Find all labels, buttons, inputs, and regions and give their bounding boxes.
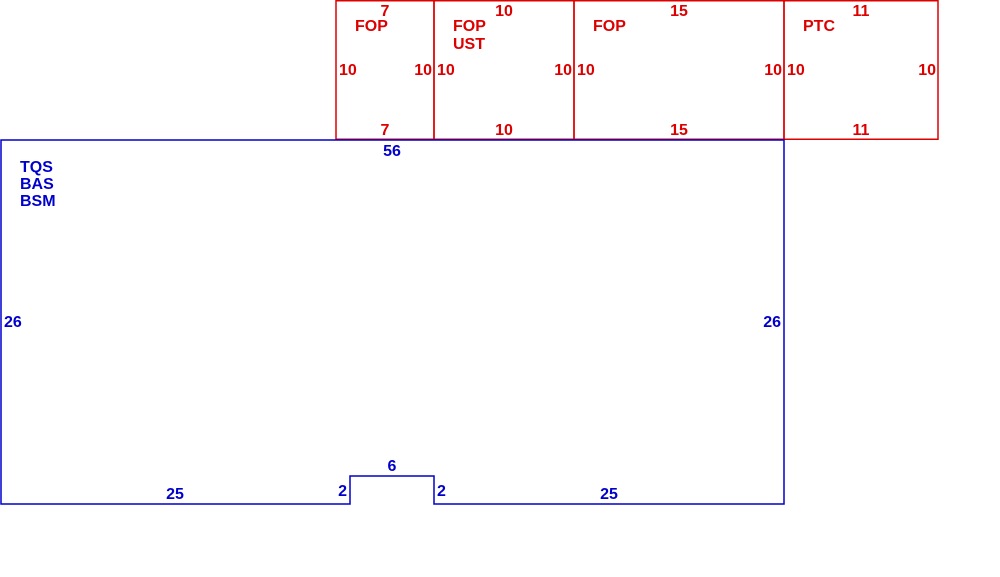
main-area-dim-top: 56 (383, 143, 401, 160)
main-area-dim-notch-right: 2 (437, 483, 446, 500)
section-1-code-1: FOP (355, 18, 388, 35)
section-1-dim-bottom: 7 (381, 122, 390, 139)
section-4-code-1: PTC (803, 18, 835, 35)
main-area-dim-right: 26 (763, 314, 781, 331)
section-3-dim-top: 15 (670, 3, 688, 20)
main-area: TQS BAS BSM 56 26 26 25 25 2 6 2 (4, 143, 781, 503)
section-1-dim-top: 7 (381, 3, 390, 20)
main-area-dim-notch-top: 6 (388, 458, 397, 475)
section-3: 15 FOP 10 10 15 (577, 3, 782, 139)
main-area-code-3: BSM (20, 193, 56, 210)
main-area-dim-bottom-right: 25 (600, 486, 618, 503)
section-2-dim-top: 10 (495, 3, 513, 20)
main-area-dim-left: 26 (4, 314, 22, 331)
main-area-dim-notch-left: 2 (338, 483, 347, 500)
section-1-dim-right: 10 (414, 62, 432, 79)
main-area-code-2: BAS (20, 176, 54, 193)
section-3-dim-right: 10 (764, 62, 782, 79)
section-4: 11 PTC 10 10 11 (787, 3, 936, 139)
section-2-code-2: UST (453, 36, 485, 53)
main-area-outline[interactable] (0, 139, 785, 505)
section-3-code-1: FOP (593, 18, 626, 35)
main-area-dim-bottom-left: 25 (166, 486, 184, 503)
section-4-outline[interactable] (783, 0, 939, 140)
section-1: 7 FOP 10 10 7 (339, 3, 432, 139)
section-3-dim-left: 10 (577, 62, 595, 79)
section-3-dim-bottom: 15 (670, 122, 688, 139)
main-area-code-1: TQS (20, 159, 53, 176)
section-4-dim-right: 10 (918, 62, 936, 79)
section-2-code-1: FOP (453, 18, 486, 35)
section-2-dim-right: 10 (554, 62, 572, 79)
section-2-dim-bottom: 10 (495, 122, 513, 139)
section-4-dim-top: 11 (853, 3, 870, 20)
section-4-dim-left: 10 (787, 62, 805, 79)
section-4-dim-bottom: 11 (853, 122, 870, 139)
section-2-dim-left: 10 (437, 62, 455, 79)
section-2: 10 FOP UST 10 10 10 (437, 3, 572, 139)
section-1-dim-left: 10 (339, 62, 357, 79)
